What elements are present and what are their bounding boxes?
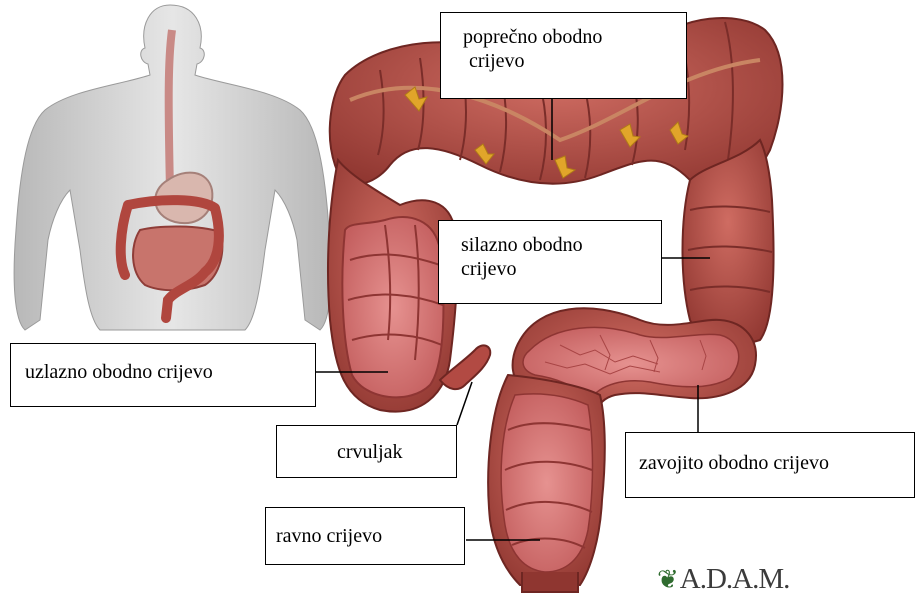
adam-logo: ❦A.D.A.M. [657, 563, 789, 596]
label-sigmoid-text: zavojito obodno crijevo [639, 451, 914, 475]
anal-canal [522, 572, 578, 592]
label-rectum: ravno crijevo [265, 507, 465, 565]
logo-text: A.D.A.M. [680, 563, 790, 595]
label-transverse-line2: crijevo [463, 49, 686, 73]
leaf-sprig-icon: ❦ [657, 565, 678, 594]
torso-thumbnail [14, 5, 331, 330]
label-descending-line2: crijevo [461, 257, 661, 281]
label-descending-line1: silazno obodno [461, 233, 661, 257]
small-intestine-thumb [133, 226, 222, 290]
label-ascending-text: uzlazno obodno crijevo [25, 360, 315, 384]
label-transverse-colon: poprečno obodno crijevo [440, 12, 687, 99]
colon-illustration [328, 18, 783, 592]
label-ascending-colon: uzlazno obodno crijevo [10, 343, 316, 407]
label-sigmoid-colon: zavojito obodno crijevo [625, 432, 915, 498]
label-appendix: crvuljak [276, 425, 457, 478]
label-appendix-text: crvuljak [337, 440, 456, 464]
label-descending-colon: silazno obodno crijevo [438, 220, 662, 304]
esophagus [169, 30, 172, 190]
label-transverse-line1: poprečno obodno [463, 25, 686, 49]
label-rectum-text: ravno crijevo [276, 524, 464, 548]
ascending-colon-interior [342, 217, 443, 397]
